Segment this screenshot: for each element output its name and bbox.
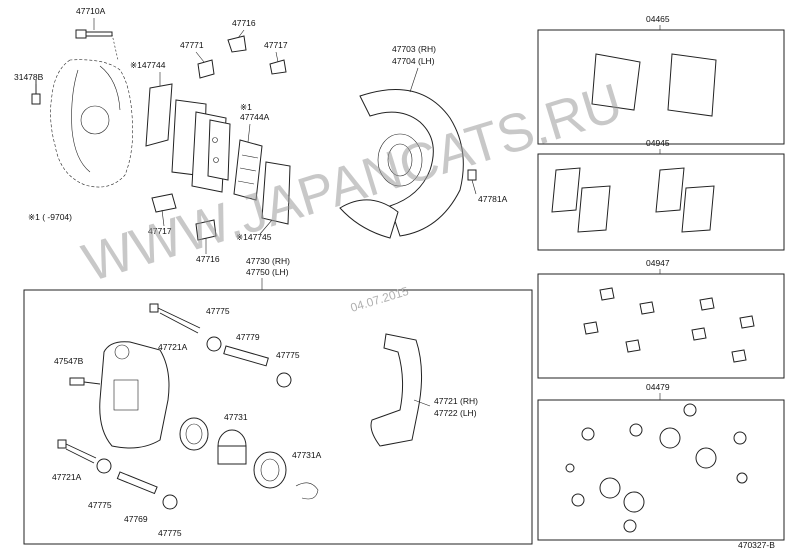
label-47704: 47704 (LH) bbox=[392, 56, 435, 66]
kit-04947-drawing bbox=[583, 287, 755, 363]
label-note-1: ※1 ( -9704) bbox=[28, 212, 72, 222]
label-47775-c: 47775 bbox=[88, 500, 112, 510]
boot-47775-drawings bbox=[96, 336, 292, 510]
label-47779: 47779 bbox=[236, 332, 260, 342]
label-47722: 47722 (LH) bbox=[434, 408, 477, 418]
label-kit-04945: 04945 bbox=[646, 138, 670, 148]
kit-04465-drawing bbox=[591, 53, 717, 117]
pad-147744-drawing bbox=[145, 83, 173, 147]
label-47730: 47730 (RH) bbox=[246, 256, 290, 266]
stamp-date: 04.07.2015 bbox=[349, 284, 411, 315]
boot-piston-drawing bbox=[253, 451, 287, 489]
label-47771: 47771 bbox=[180, 40, 204, 50]
kit-04465-frame bbox=[537, 29, 785, 145]
dust-shield-47703-drawing bbox=[339, 89, 464, 239]
pad-assembly-drawing bbox=[171, 99, 231, 193]
kit-04945-drawing bbox=[551, 167, 715, 233]
leader-lines bbox=[35, 18, 661, 407]
label-47769: 47769 bbox=[124, 514, 148, 524]
label-47716-top: 47716 bbox=[232, 18, 256, 28]
kit-04945-frame bbox=[537, 153, 785, 251]
caliper-assembly-frame bbox=[23, 289, 533, 545]
mounting-47721-drawing bbox=[370, 333, 423, 447]
label-47717-top: 47717 bbox=[264, 40, 288, 50]
bleeder-47547b-drawing bbox=[69, 377, 101, 386]
label-kit-04947: 04947 bbox=[646, 258, 670, 268]
label-47710a: 47710A bbox=[76, 6, 106, 16]
seal-47731-drawing bbox=[179, 417, 209, 451]
kit-04479-drawing bbox=[565, 403, 748, 533]
label-47750: 47750 (LH) bbox=[246, 267, 289, 277]
label-47717-bot: 47717 bbox=[148, 226, 172, 236]
ring-47731a-drawing bbox=[295, 482, 319, 500]
pin-47769-drawing bbox=[116, 471, 158, 495]
pad-147745-drawing bbox=[261, 161, 291, 225]
label-47547b: 47547B bbox=[54, 356, 84, 366]
bolt-47710a-drawing bbox=[75, 29, 119, 61]
shim-47744a-drawing bbox=[233, 139, 263, 201]
label-47781a: 47781A bbox=[478, 194, 508, 204]
label-47721a-top: 47721A bbox=[158, 342, 188, 352]
label-kit-04479: 04479 bbox=[646, 382, 670, 392]
label-47731a: 47731A bbox=[292, 450, 322, 460]
label-147745: ※147745 bbox=[236, 232, 272, 242]
label-47721a-bot: 47721A bbox=[52, 472, 82, 482]
caliper-housing-drawing bbox=[99, 341, 170, 449]
piston-47731-drawing bbox=[217, 429, 247, 465]
kit-04947-frame bbox=[537, 273, 785, 379]
label-147744: ※147744 bbox=[130, 60, 166, 70]
diagram-id: 470327-B bbox=[738, 540, 775, 550]
bolt-47721a-bot-drawing bbox=[57, 439, 97, 464]
label-47703: 47703 (RH) bbox=[392, 44, 436, 54]
label-kit-04465: 04465 bbox=[646, 14, 670, 24]
label-47721: 47721 (RH) bbox=[434, 396, 478, 406]
label-47744a: 47744A bbox=[240, 112, 270, 122]
label-47775-b: 47775 bbox=[276, 350, 300, 360]
label-47775-d: 47775 bbox=[158, 528, 182, 538]
label-31478b: 31478B bbox=[14, 72, 44, 82]
label-47731: 47731 bbox=[224, 412, 248, 422]
caliper-body-drawing bbox=[50, 59, 133, 188]
kit-04479-frame bbox=[537, 399, 785, 541]
label-47775-a: 47775 bbox=[206, 306, 230, 316]
label-note-1-top: ※1 bbox=[240, 102, 252, 112]
bolt-47721a-top-drawing bbox=[149, 303, 201, 334]
label-47716-bot: 47716 bbox=[196, 254, 220, 264]
clip-small-drawings bbox=[151, 35, 287, 241]
pin-47779-drawing bbox=[223, 345, 269, 367]
